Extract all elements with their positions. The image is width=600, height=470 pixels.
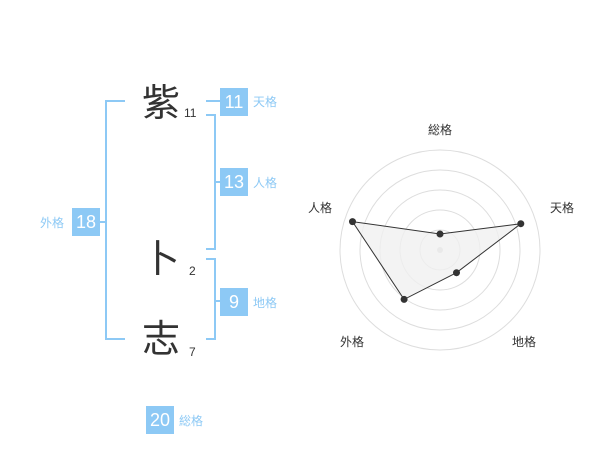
- radar-chart: 総格 天格 地格 外格 人格: [308, 122, 574, 351]
- chikaku-bracket-top: [206, 258, 216, 260]
- jinkaku-label: 人格: [253, 176, 278, 190]
- radar-axis-label-tenkaku: 天格: [550, 200, 574, 215]
- radar-axis-label-chikaku: 地格: [512, 334, 536, 349]
- soukaku-badge: 20: [146, 406, 174, 434]
- radar-point-3: [400, 295, 408, 303]
- radar-axis-label-gaikaku: 外格: [340, 334, 364, 349]
- chikaku-badge: 9: [220, 288, 248, 316]
- soukaku-label: 総格: [179, 414, 204, 428]
- gaikaku-bracket-tick: [100, 221, 106, 223]
- radar-axis-label-soukaku: 総格: [428, 122, 452, 137]
- radar-points: [349, 218, 525, 303]
- name-char-3-strokes: 7: [189, 345, 196, 359]
- chikaku-bracket-tick: [214, 300, 220, 302]
- radar-area: [351, 220, 523, 301]
- radar-point-1: [517, 220, 525, 228]
- jinkaku-bracket-top: [206, 114, 216, 116]
- name-char-3: 志: [142, 317, 181, 361]
- radar-point-4: [349, 218, 356, 226]
- radar-point-2: [453, 269, 460, 277]
- name-char-2: 卜: [142, 237, 181, 281]
- radar-grid-ring: [359, 169, 521, 331]
- chikaku-label: 地格: [253, 296, 278, 310]
- gaikaku-badge: 18: [72, 208, 100, 236]
- tenkaku-label: 天格: [253, 95, 278, 109]
- name-char-1-strokes: 11: [184, 106, 197, 120]
- gaikaku-bracket-top: [105, 100, 125, 102]
- gaikaku-bracket-vertical: [105, 100, 107, 340]
- jinkaku-badge: 13: [220, 168, 248, 196]
- name-char-1: 紫: [142, 81, 181, 125]
- jinkaku-bracket-tick: [214, 181, 220, 183]
- name-char-2-strokes: 2: [189, 264, 196, 278]
- tenkaku-badge: 11: [220, 88, 248, 116]
- radar-axis-label-jinkaku: 人格: [308, 200, 332, 215]
- radar-point-0: [436, 230, 444, 238]
- tenkaku-tick: [206, 100, 220, 102]
- radar-grid-ring: [339, 149, 541, 351]
- gaikaku-label: 外格: [40, 216, 65, 230]
- jinkaku-bracket-bottom: [206, 248, 216, 250]
- gaikaku-bracket-bottom: [105, 338, 125, 340]
- chikaku-bracket-bottom: [206, 338, 216, 340]
- chikaku-bracket-vertical: [214, 258, 216, 340]
